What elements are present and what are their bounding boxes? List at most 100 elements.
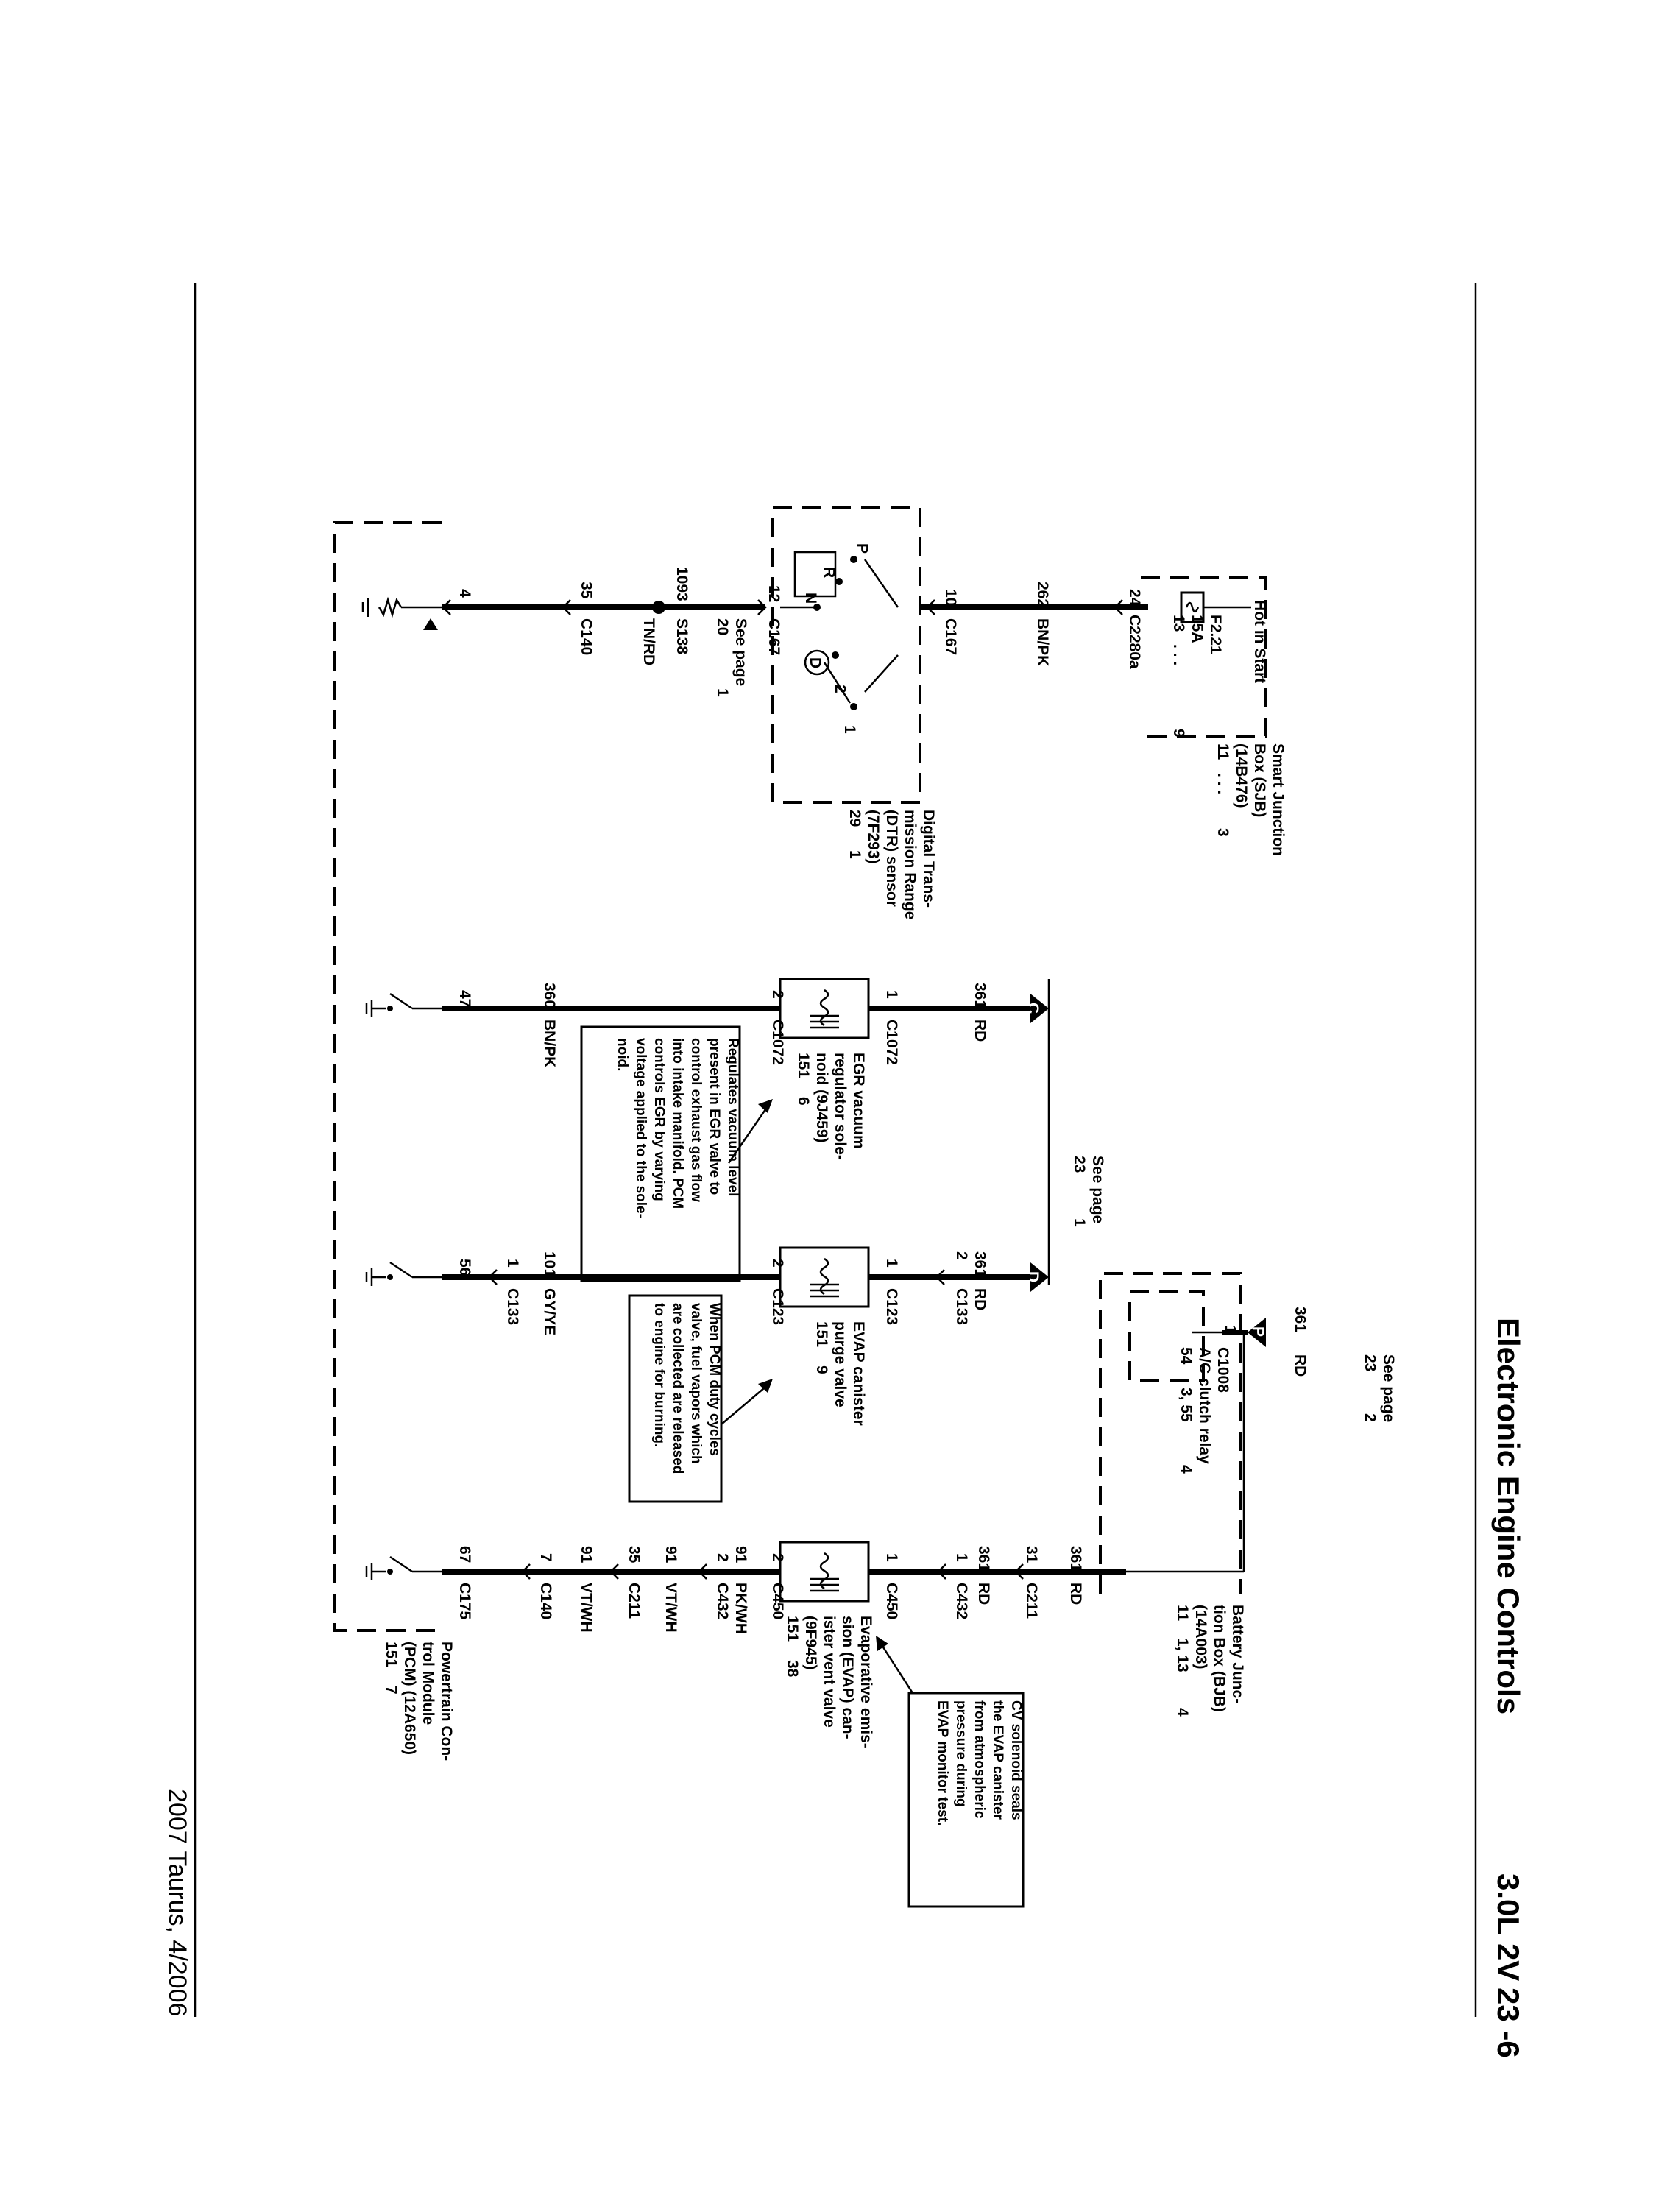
svg-text:C450: C450 (883, 1583, 900, 1619)
pcm-box (333, 521, 442, 1632)
svg-text:9: 9 (1170, 729, 1187, 738)
dtr-switch-arm (863, 559, 899, 608)
svg-text:4: 4 (1174, 1708, 1191, 1717)
svg-text:54: 54 (1178, 1347, 1195, 1365)
svg-text:VT/WH: VT/WH (662, 1583, 679, 1633)
svg-text:1: 1 (883, 1259, 900, 1268)
dtr-drive-symbol (804, 649, 830, 676)
svg-text:2: 2 (1362, 1413, 1379, 1422)
svg-text:C450: C450 (769, 1583, 786, 1619)
svg-text:See page: See page (1089, 1156, 1106, 1223)
svg-text:C1072: C1072 (769, 1020, 786, 1065)
svg-text:Digital Trans-: Digital Trans- (920, 810, 937, 908)
footer-vehicle-date: 2007 Taurus, 4/2006 (163, 1789, 191, 2016)
svg-text:(PCM) (12A650): (PCM) (12A650) (401, 1642, 418, 1755)
svg-text:151: 151 (383, 1642, 400, 1667)
svg-text:1: 1 (1071, 1218, 1088, 1227)
svg-text:Regulates vacuum level: Regulates vacuum level (725, 1038, 740, 1196)
svg-text:15A: 15A (1189, 615, 1206, 643)
sjb-box (1141, 576, 1267, 738)
svg-text:2: 2 (769, 1553, 786, 1562)
svg-text:P: P (1250, 1326, 1267, 1337)
svg-text:BN/PK: BN/PK (541, 1020, 558, 1067)
connector-c2280a (1114, 599, 1123, 615)
svg-text:91: 91 (732, 1546, 749, 1563)
svg-text:sion (EVAP) can-: sion (EVAP) can- (839, 1616, 856, 1739)
svg-text:C432: C432 (714, 1583, 731, 1619)
svg-text:mission Range: mission Range (902, 810, 919, 919)
dtr-contact-r (835, 578, 843, 585)
svg-text:R: R (821, 567, 838, 578)
svg-text:361: 361 (1292, 1307, 1309, 1332)
svg-text:7: 7 (383, 1686, 400, 1695)
svg-text:RD: RD (972, 1020, 988, 1042)
svg-text:C167: C167 (765, 618, 782, 655)
svg-text:controls EGR by varying: controls EGR by varying (651, 1038, 667, 1201)
svg-text:1: 1 (714, 688, 731, 697)
svg-text:regulator sole-: regulator sole- (832, 1053, 849, 1160)
svg-text:1: 1 (846, 850, 863, 859)
svg-text:13: 13 (1170, 615, 1187, 632)
svg-text:Hot in Start: Hot in Start (1251, 600, 1268, 683)
svg-text:C123: C123 (883, 1288, 900, 1325)
svg-text:purge valve: purge valve (832, 1321, 849, 1407)
svg-text:Smart Junction: Smart Junction (1270, 743, 1287, 856)
svg-text:C2280a: C2280a (1126, 615, 1143, 669)
svg-text:2: 2 (953, 1251, 970, 1260)
svg-text:38: 38 (784, 1660, 801, 1678)
svg-text:361: 361 (972, 983, 988, 1008)
svg-text:C123: C123 (769, 1288, 786, 1325)
note-cv (907, 1692, 1025, 1908)
svg-text:CV solenoid seals: CV solenoid seals (1008, 1700, 1024, 1820)
svg-text:20: 20 (714, 618, 731, 635)
svg-text:23: 23 (1362, 1354, 1379, 1371)
svg-text:PK/WH: PK/WH (732, 1583, 749, 1634)
flag-c (1030, 994, 1049, 1023)
svg-text:1: 1 (841, 725, 858, 734)
svg-text:10: 10 (942, 589, 959, 606)
ac-relay-box (1128, 1290, 1205, 1382)
page-number: 23 -6 (1491, 1987, 1526, 2058)
dtr-contact-p (850, 556, 857, 563)
svg-text:C1008: C1008 (1214, 1347, 1231, 1393)
connector-pcm-4 (442, 599, 451, 615)
svg-text:BN/PK: BN/PK (1034, 618, 1051, 666)
svg-text:23: 23 (1071, 1156, 1088, 1173)
svg-text:361: 361 (972, 1251, 988, 1277)
svg-text:ister vent valve: ister vent valve (821, 1616, 838, 1728)
svg-text:2: 2 (769, 990, 786, 999)
svg-text:Battery Junc-: Battery Junc- (1229, 1605, 1246, 1703)
svg-text:into intake manifold. PCM: into intake manifold. PCM (670, 1038, 685, 1209)
svg-text:When PCM duty cycles: When PCM duty cycles (707, 1303, 722, 1456)
svg-text:(9F945): (9F945) (802, 1616, 819, 1670)
svg-text:A/C clutch relay: A/C clutch relay (1196, 1347, 1213, 1464)
svg-text:56: 56 (456, 1259, 473, 1276)
svg-text:C211: C211 (1023, 1583, 1040, 1619)
svg-text:TN/RD: TN/RD (640, 618, 657, 665)
svg-text:2: 2 (832, 685, 849, 693)
svg-text:noid (9J459): noid (9J459) (813, 1053, 830, 1143)
svg-text:Powertrain Con-: Powertrain Con- (438, 1642, 455, 1761)
svg-text:EVAP monitor test.: EVAP monitor test. (935, 1700, 950, 1826)
svg-text:P: P (854, 543, 871, 554)
note-egr (580, 1025, 741, 1282)
svg-text:to engine for burning.: to engine for burning. (651, 1303, 667, 1447)
svg-text:(14A003): (14A003) (1192, 1605, 1209, 1669)
svg-text:EGR vacuum: EGR vacuum (850, 1053, 867, 1149)
svg-text:F2.21: F2.21 (1207, 615, 1224, 654)
svg-text:151: 151 (813, 1321, 830, 1347)
svg-text:S138: S138 (673, 618, 690, 654)
svg-text:See page: See page (1380, 1354, 1397, 1422)
svg-text:Box (SJB): Box (SJB) (1251, 743, 1268, 817)
svg-text:101: 101 (541, 1251, 558, 1277)
svg-text:. . .: . . . (1214, 773, 1231, 794)
svg-text:C133: C133 (504, 1288, 521, 1325)
svg-text:361: 361 (1067, 1546, 1084, 1572)
svg-text:C133: C133 (953, 1288, 970, 1325)
svg-text:4: 4 (1178, 1465, 1195, 1474)
dtr-contact-1 (850, 703, 857, 710)
note-purge (628, 1294, 723, 1503)
svg-text:29: 29 (846, 810, 863, 827)
svg-text:3, 55: 3, 55 (1178, 1388, 1195, 1422)
